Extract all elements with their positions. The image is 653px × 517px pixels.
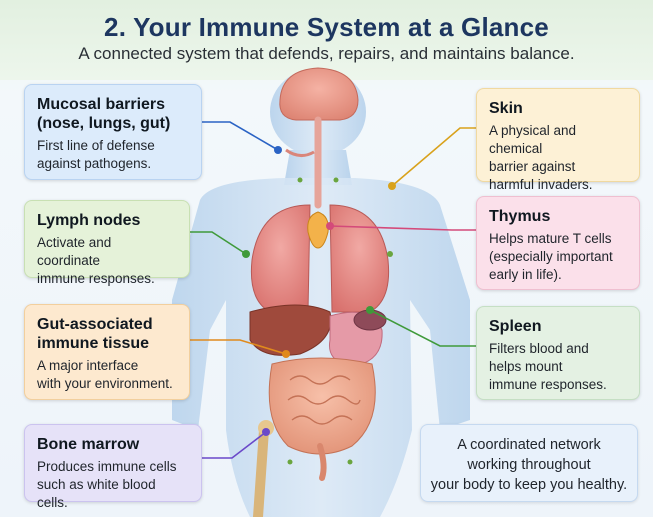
page-subtitle: A connected system that defends, repairs… [78,44,575,63]
brain-shape [279,67,359,121]
mucosal-barriers-title: Mucosal barriers (nose, lungs, gut) [37,96,171,132]
bone-marrow-title: Bone marrow [37,436,140,453]
bone-marrow-desc: Produces immune cells such as white bloo… [37,459,177,510]
mucosal-barriers-card: Mucosal barriers (nose, lungs, gut) Firs… [24,84,202,180]
gut-immune-tissue-title: Gut-associated immune tissue [37,316,153,352]
skin-card: Skin A physical and chemical barrier aga… [476,88,640,192]
bone-marrow-card: Bone marrow Produces immune cells such a… [24,424,202,510]
page-title: 2. Your Immune System at a Glance [104,12,549,42]
skin-desc: A physical and chemical barrier against … [489,123,593,192]
lymph-nodes-title: Lymph nodes [37,212,141,229]
gut-immune-tissue-desc: A major interface with your environment. [37,358,173,391]
skin-title: Skin [489,100,523,117]
spleen-title: Spleen [489,318,542,335]
thymus-card: Thymus Helps mature T cells (especially … [476,196,640,290]
intestines-shape [268,357,376,455]
lymph-nodes-desc: Activate and coordinate immune responses… [37,235,155,286]
spleen-card: Spleen Filters blood and helps mount imm… [476,306,640,400]
mucosal-barriers-desc: First line of defense against pathogens. [37,138,155,171]
header: 2. Your Immune System at a Glance A conn… [0,0,653,80]
spleen-desc: Filters blood and helps mount immune res… [489,341,607,392]
gut-immune-tissue-card: Gut-associated immune tissue A major int… [24,304,190,400]
lymph-nodes-card: Lymph nodes Activate and coordinate immu… [24,200,190,286]
thymus-desc: Helps mature T cells (especially importa… [489,231,613,282]
summary-note: A coordinated network working throughout… [420,424,638,502]
right-lung-shape [329,204,390,313]
femur-shape [253,425,269,517]
thymus-title: Thymus [489,208,551,225]
liver-shape [249,304,332,356]
